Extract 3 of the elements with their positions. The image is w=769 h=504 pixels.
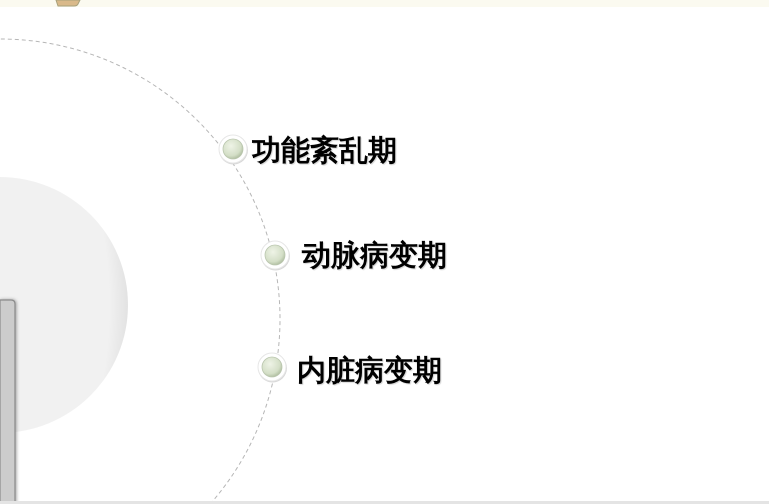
stage-label: 功能紊乱期 — [252, 133, 397, 167]
stage-label: 内脏病变期 — [297, 353, 442, 387]
stage-label: 动脉病变期 — [302, 238, 447, 272]
